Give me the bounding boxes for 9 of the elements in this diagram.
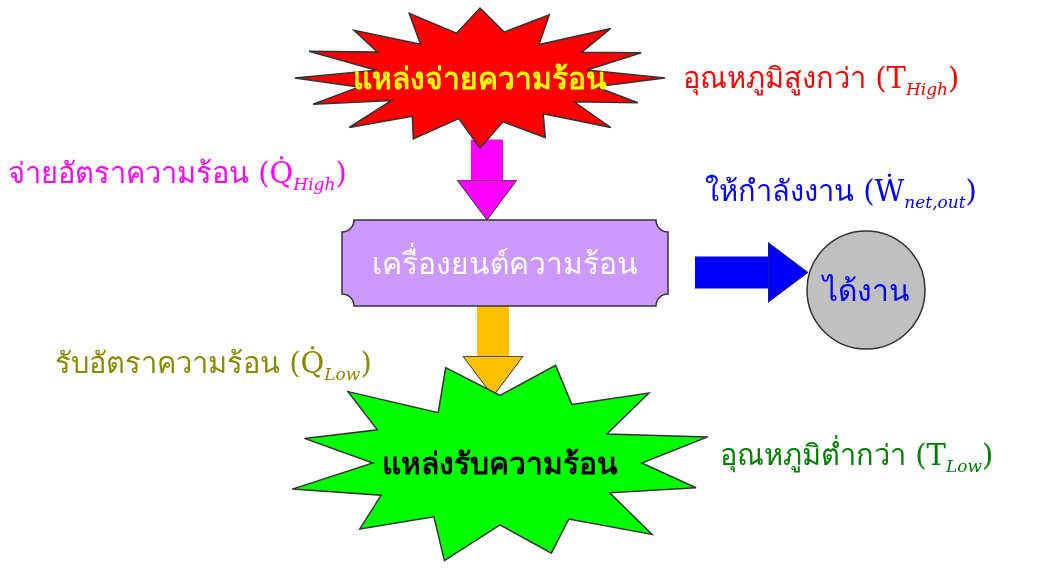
node-label: แหล่งจ่ายความร้อน [353, 59, 607, 98]
temperature-label: อุณหภูมิสูงกว่า (T$_{High}$) [683, 60, 960, 101]
node-label: เครื่องยนต์ความร้อน [372, 242, 638, 283]
node-label: แหล่งรับความร้อน [382, 444, 618, 483]
node-label: ได้งาน [822, 271, 910, 310]
edge-label: จ่ายอัตราความร้อน (Q̇$_{High}$) [8, 155, 347, 196]
temperature-label: อุณหภูมิต่ำกว่า (T$_{Low}$) [720, 432, 994, 478]
edge-label: รับอัตราความร้อน (Q̇$_{Low}$) [55, 345, 372, 386]
edge-label: ให้กำลังงาน (Ẇ$_{net,out}$) [705, 172, 977, 214]
